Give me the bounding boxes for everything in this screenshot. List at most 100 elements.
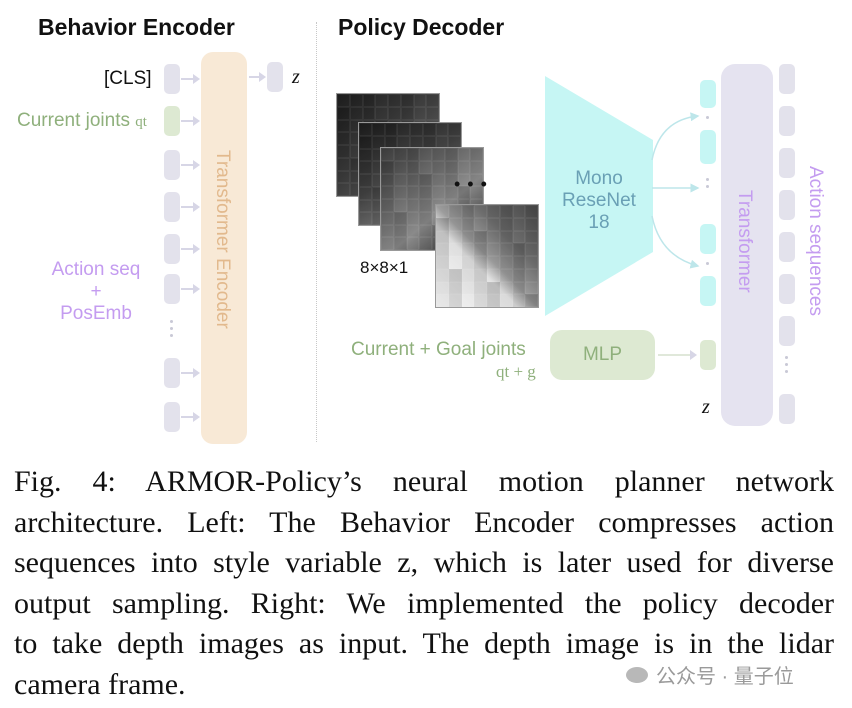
depth-pixel: [410, 123, 423, 136]
depth-pixel: [406, 224, 420, 238]
transformer-label: Transformer: [734, 190, 755, 293]
depth-pixel: [393, 148, 407, 161]
depth-pixel: [349, 106, 363, 120]
depth-pixel: [371, 123, 385, 136]
depth-pixel: [461, 294, 475, 307]
section-divider: [316, 22, 317, 442]
depth-pixel: [499, 243, 513, 256]
depth-pixel: [436, 205, 449, 218]
depth-pixel: [388, 106, 401, 120]
mlp-label: MLP: [582, 344, 623, 365]
action-output-token: [779, 64, 795, 94]
depth-pixel: [393, 237, 407, 250]
current-joints-label: Current joints qt: [17, 110, 147, 132]
depth-pixel: [381, 160, 394, 174]
depth-pixel: [470, 148, 483, 161]
depth-pixel: [436, 230, 449, 244]
depth-pixel: [474, 294, 487, 307]
depth-pixel: [419, 211, 432, 225]
joints-token: [164, 106, 180, 136]
depth-pixel: [512, 294, 526, 307]
depth-pixel: [512, 243, 526, 256]
depth-pixel: [400, 94, 414, 107]
input-arrow: [181, 284, 200, 294]
mlp-block: [550, 330, 655, 380]
transformer-block: [721, 64, 773, 426]
depth-pixel: [337, 170, 350, 184]
depth-pixel: [448, 243, 462, 256]
watermark-text: 公众号 · 量子位: [656, 666, 794, 688]
depth-pixel: [457, 160, 471, 174]
depth-pixel: [422, 123, 436, 136]
depth-pixel: [406, 173, 420, 187]
depth-pixel: [381, 224, 394, 238]
token-ellipsis: [706, 116, 710, 123]
depth-pixel: [359, 186, 372, 200]
resnet-label: Mono ReseNet 18: [545, 168, 653, 234]
depth-pixel: [448, 205, 462, 218]
depth-pixel: [359, 199, 372, 213]
depth-pixel: [436, 268, 449, 282]
depth-pixel: [525, 243, 538, 256]
action-output-token: [779, 394, 795, 424]
depth-pixel: [362, 94, 376, 107]
depth-pixel: [406, 199, 420, 212]
action-token: [164, 192, 180, 222]
depth-pixel: [359, 123, 372, 136]
action-output-token: [779, 148, 795, 178]
input-arrow: [181, 202, 200, 212]
action-token: [164, 358, 180, 388]
caption-line: camera frame.: [14, 667, 186, 701]
depth-pixel: [359, 161, 372, 174]
caption-line: output sampling. Right: We implemented t…: [14, 586, 834, 620]
token-ellipsis: [706, 262, 710, 269]
depth-pixel: [436, 256, 449, 269]
input-arrow: [181, 116, 200, 126]
depth-pixel: [448, 230, 462, 244]
depth-pixel: [419, 224, 432, 238]
input-arrow: [181, 160, 200, 170]
depth-pixel: [487, 205, 500, 218]
depth-pixel: [349, 94, 363, 107]
depth-pixel: [512, 281, 526, 295]
action-output-token: [779, 232, 795, 262]
depth-pixel: [432, 186, 445, 199]
action-output-token: [779, 316, 795, 346]
depth-pixel: [487, 230, 500, 244]
token-ellipsis: [170, 320, 174, 341]
depth-pixel: [448, 217, 462, 231]
depth-pixel: [474, 281, 487, 295]
depth-pixel: [337, 94, 350, 107]
goal-joints-label: Current + Goal joints: [351, 339, 526, 360]
depth-pixel: [371, 135, 385, 149]
depth-pixel: [448, 268, 462, 282]
depth-pixel: [362, 106, 376, 120]
current-joints-text: Current joints: [17, 110, 130, 131]
depth-pixel: [487, 294, 500, 307]
depth-pixel: [397, 123, 410, 136]
depth-pixel: [359, 174, 372, 187]
depth-pixel: [448, 256, 462, 269]
depth-pixel: [432, 173, 445, 187]
depth-pixel: [444, 173, 458, 187]
action-token: [164, 150, 180, 180]
depth-pixel: [499, 205, 513, 218]
depth-ellipsis: • • •: [454, 174, 488, 194]
depth-pixel: [525, 217, 538, 231]
depth-pixel: [512, 256, 526, 269]
depth-pixel: [474, 230, 487, 244]
depth-pixel: [512, 268, 526, 282]
depth-pixel: [436, 243, 449, 256]
depth-pixel: [525, 205, 538, 218]
depth-pixel: [457, 186, 471, 199]
depth-pixel: [525, 281, 538, 295]
depth-pixel: [413, 106, 427, 120]
depth-pixel: [359, 212, 372, 225]
depth-pixel: [435, 123, 449, 136]
depth-pixel: [487, 243, 500, 256]
image-feature-token: [700, 130, 716, 164]
behavior-encoder-title: Behavior Encoder: [38, 14, 235, 40]
depth-pixel: [512, 230, 526, 244]
mlp-output-arrow: [658, 350, 697, 360]
output-arrow: [249, 72, 266, 82]
